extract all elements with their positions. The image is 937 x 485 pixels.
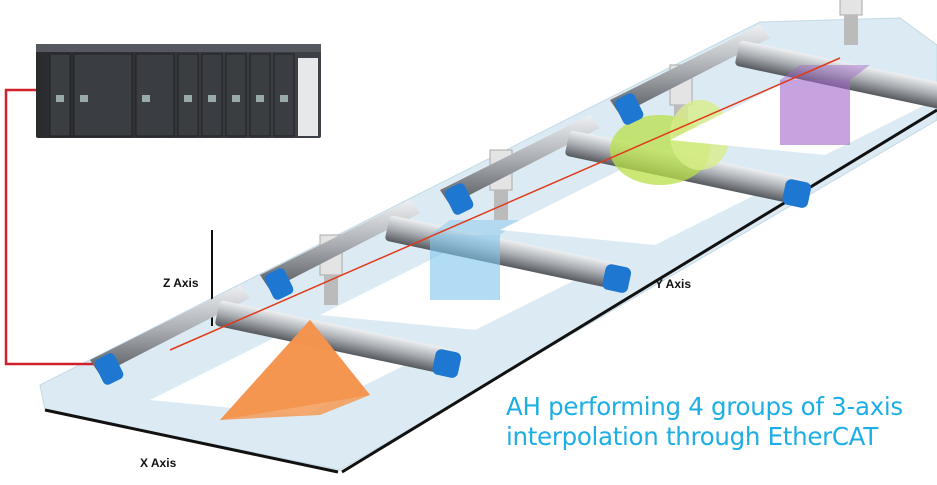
z-motor	[839, 0, 863, 16]
port-icon	[256, 95, 264, 102]
rail-end-cap	[264, 268, 294, 300]
rail-end-cap	[444, 183, 474, 215]
x-axis-line	[44, 408, 339, 474]
port-icon	[280, 95, 288, 102]
gantry-end-cap	[602, 264, 632, 293]
axis-group-2	[260, 149, 632, 330]
y-rail	[610, 25, 770, 115]
caption-line-2: interpolation through EtherCAT	[506, 422, 878, 451]
gantry-end-cap	[432, 349, 462, 378]
y-rail	[90, 285, 250, 375]
caption-line-1: AH performing 4 groups of 3-axis	[506, 392, 903, 421]
y-rail	[440, 115, 600, 205]
gantry-end-cap	[782, 179, 812, 208]
cube-workpiece	[780, 80, 850, 145]
x-gantry	[385, 215, 625, 290]
rail-end-cap	[94, 353, 124, 385]
cube-workpiece	[430, 235, 500, 300]
port-icon	[80, 95, 88, 102]
axis-group-3	[440, 64, 812, 245]
x-gantry	[735, 40, 937, 115]
y-axis-line	[341, 108, 937, 474]
caption: AH performing 4 groups of 3-axis interpo…	[506, 392, 903, 452]
port-icon	[184, 95, 192, 102]
y-rail	[260, 200, 420, 290]
z-column	[324, 275, 338, 305]
rail-end-cap	[614, 93, 644, 125]
port-icon	[232, 95, 240, 102]
plc-module	[135, 53, 175, 137]
port-icon	[142, 95, 150, 102]
x-axis-label: X Axis	[140, 456, 177, 470]
plc-controller	[36, 44, 321, 138]
y-axis-label: Y Axis	[655, 277, 692, 291]
cube-top	[780, 65, 870, 80]
laser-path	[169, 57, 841, 351]
axis-group-4	[610, 0, 937, 155]
pyramid-face	[220, 320, 370, 420]
x-gantry	[215, 300, 455, 375]
z-axis-label: Z Axis	[163, 276, 199, 290]
z-column	[844, 15, 858, 45]
port-icon	[56, 95, 64, 102]
ethercat-cable	[4, 88, 96, 366]
cube-top	[430, 220, 520, 235]
port-icon	[208, 95, 216, 102]
